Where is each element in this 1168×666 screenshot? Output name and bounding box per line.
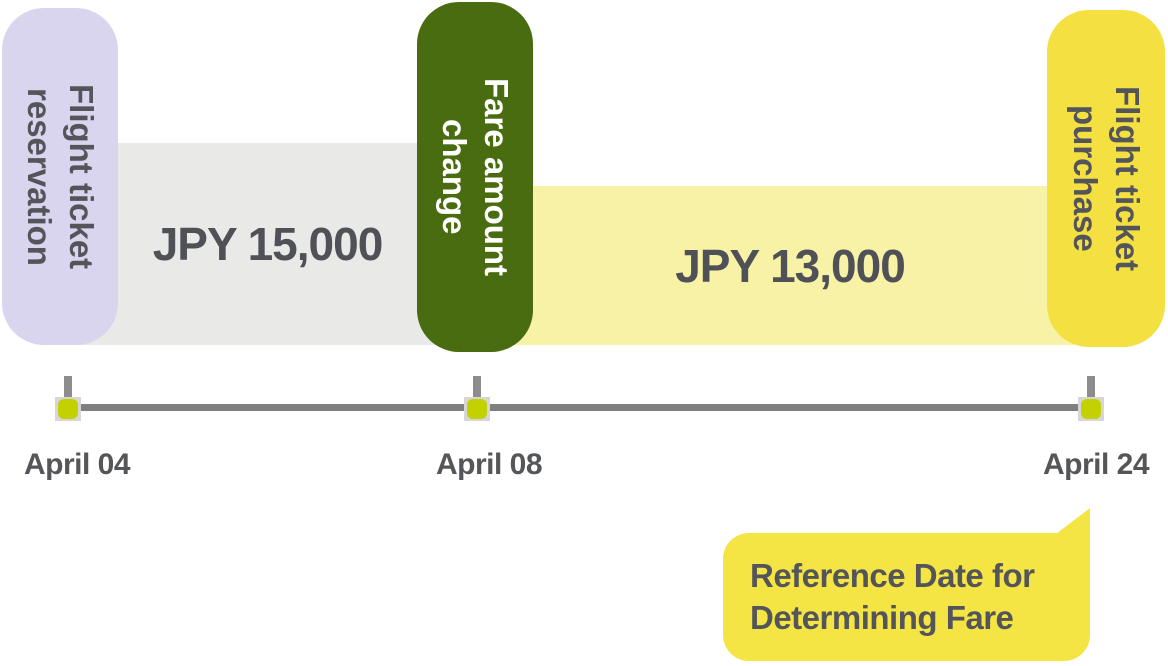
pill-reservation-line2: reservation (21, 87, 58, 266)
fare-band-before-change (60, 143, 475, 345)
reference-date-bubble-line1: Reference Date for (750, 556, 1035, 594)
timeline-dot-icon-reservation (58, 399, 78, 419)
timeline-stem-purchase (1087, 376, 1095, 402)
reference-date-bubble-tail (1056, 508, 1090, 534)
timeline-date-purchase: April 24 (1042, 448, 1150, 481)
pill-fare-change-line1: Fare amount (478, 77, 516, 277)
pill-reservation-label: Flight ticket reservation (18, 84, 102, 269)
pill-fare-change-line2: change (436, 119, 473, 235)
reference-date-bubble-line2: Determining Fare (750, 599, 1014, 636)
timeline-dot-icon-fare-change (467, 399, 487, 419)
pill-flight-ticket-purchase: Flight ticket purchase (1047, 10, 1165, 347)
reference-date-bubble: Reference Date for Determining Fare (723, 533, 1090, 661)
timeline-stem-reservation (64, 376, 72, 402)
pill-fare-change-label: Fare amount change (433, 78, 517, 276)
timeline-stem-fare-change (473, 376, 481, 402)
pill-purchase-line1: Flight ticket (1109, 85, 1147, 272)
timeline-date-reservation: April 04 (23, 448, 131, 481)
pill-reservation-line1: Flight ticket (63, 83, 101, 270)
pill-purchase-label: Flight ticket purchase (1064, 86, 1148, 271)
timeline-dot-icon-purchase (1081, 399, 1101, 419)
pill-flight-ticket-reservation: Flight ticket reservation (2, 8, 118, 345)
pill-fare-amount-change: Fare amount change (417, 2, 533, 352)
timeline-axis (64, 404, 1092, 411)
fare-amount-after: JPY 13,000 (675, 239, 906, 292)
timeline-date-fare-change: April 08 (435, 448, 543, 481)
fare-amount-before: JPY 15,000 (152, 218, 384, 270)
pill-purchase-line2: purchase (1067, 105, 1104, 252)
fare-band-after-change (475, 186, 1105, 345)
